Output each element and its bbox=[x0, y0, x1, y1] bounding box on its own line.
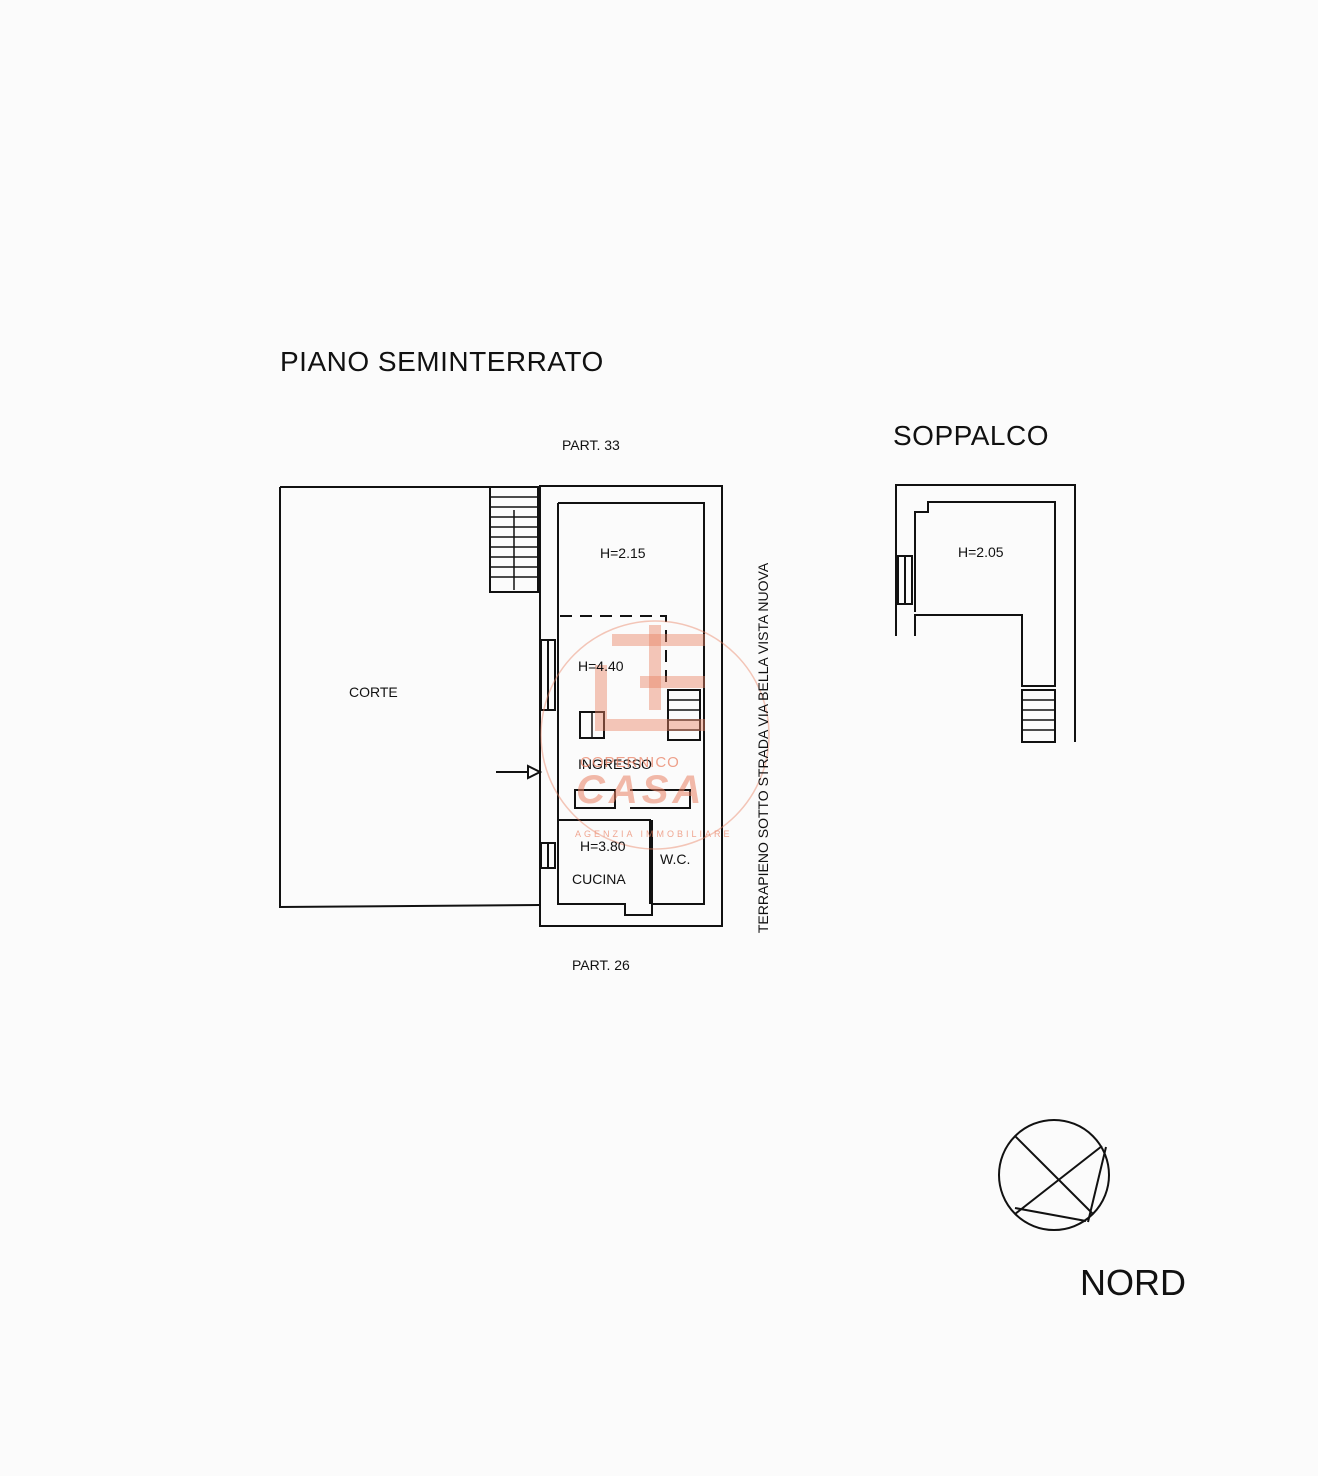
house-inner-wall bbox=[557, 502, 705, 916]
mezzanine-stairs-icon bbox=[1021, 689, 1056, 743]
label-corte: CORTE bbox=[349, 684, 398, 700]
plan-title-ground: PIANO SEMINTERRATO bbox=[280, 346, 604, 377]
label-part-bottom: PART. 26 bbox=[572, 957, 630, 973]
label-kitchen: CUCINA bbox=[572, 871, 626, 887]
label-room-mid-height: H=4.40 bbox=[578, 658, 624, 674]
corte-outline bbox=[279, 486, 541, 909]
compass-icon bbox=[998, 1119, 1110, 1231]
label-wc: W.C. bbox=[660, 851, 691, 867]
label-street-side: TERRAPIENO SOTTO STRADA VIA BELLA VISTA … bbox=[755, 562, 771, 934]
label-ingresso: INGRESSO bbox=[578, 756, 652, 772]
interior-stairs-icon bbox=[667, 689, 701, 741]
watermark-line2: CASA bbox=[576, 768, 706, 812]
kitchen-wall bbox=[558, 819, 651, 904]
label-room-top-height: H=2.15 bbox=[600, 545, 646, 561]
label-north: NORD bbox=[1080, 1262, 1186, 1303]
label-kitchen-height: H=3.80 bbox=[580, 838, 626, 854]
stairs-icon bbox=[489, 486, 539, 593]
label-part-top: PART. 33 bbox=[562, 437, 620, 453]
mezzanine-dashed-line bbox=[560, 615, 667, 690]
watermark-line1: COPERNICO bbox=[580, 754, 680, 771]
watermark-logo bbox=[540, 620, 770, 850]
label-mezzanine-height: H=2.05 bbox=[958, 544, 1004, 560]
ingresso-partition bbox=[574, 789, 616, 809]
plan-title-mezzanine: SOPPALCO bbox=[893, 420, 1049, 451]
mezzanine-outer-wall bbox=[895, 484, 1076, 742]
mezzanine-inner-wall bbox=[914, 501, 1056, 687]
watermark-line3: AGENZIA IMMOBILIARE bbox=[575, 829, 733, 839]
